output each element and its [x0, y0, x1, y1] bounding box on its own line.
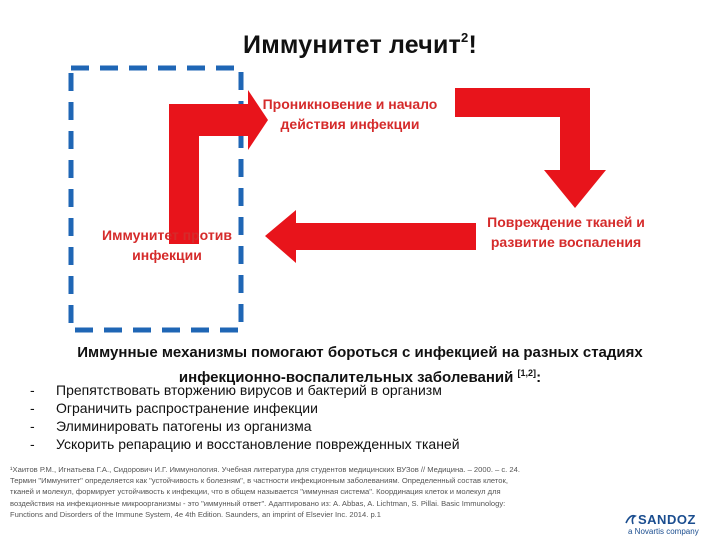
- footnote: ¹Хаитов Р.М., Игнатьева Г.А., Сидорович …: [10, 464, 580, 520]
- list-item: - Ограничить распространение инфекции: [30, 399, 460, 417]
- arrow-up-to-infection: [169, 90, 268, 244]
- summary-ref: [1,2]: [517, 368, 537, 378]
- bullet-marker: -: [30, 436, 35, 452]
- bullet-marker: -: [30, 418, 35, 434]
- sandoz-logo: SANDOZ a Novartis company: [620, 512, 716, 540]
- bullet-text: Элиминировать патогены из организма: [56, 418, 312, 434]
- immunity-highlight-box: [68, 65, 244, 333]
- summary-heading-text: Иммунные механизмы помогают бороться с и…: [77, 344, 643, 386]
- label-immunity-against-infection: Иммунитет против инфекции: [102, 227, 232, 263]
- footnote-line: Термин "Иммунитет" определяется как "уст…: [10, 476, 508, 486]
- footnote-line: воздействия на инфекционные микроорганиз…: [10, 498, 506, 508]
- bullet-list: - Препятствовать вторжению вирусов и бакт…: [30, 381, 460, 453]
- bullet-marker: -: [30, 382, 35, 398]
- logo-brand: SANDOZ: [638, 512, 696, 527]
- summary-heading: Иммунные механизмы помогают бороться с и…: [40, 343, 680, 388]
- bullet-text: Препятствовать вторжению вирусов и бакте…: [56, 382, 442, 398]
- label-infection-entry: Проникновение и начало действия инфекции: [262, 96, 438, 132]
- bullet-text: Ускорить репарацию и восстановление повр…: [56, 436, 460, 452]
- title-text: Иммунитет лечит: [243, 31, 461, 59]
- title-ref: 2: [461, 30, 469, 45]
- list-item: - Элиминировать патогены из организма: [30, 417, 460, 435]
- arrow-left-to-immunity: [265, 210, 476, 263]
- footnote-line: ¹Хаитов Р.М., Игнатьева Г.А., Сидорович …: [10, 465, 520, 474]
- bullet-marker: -: [30, 400, 35, 416]
- list-item: - Ускорить репарацию и восстановление пов…: [30, 435, 460, 453]
- logo-tagline: a Novartis company: [628, 527, 699, 536]
- slide-title: Иммунитет лечит2!: [0, 30, 720, 60]
- arrow-down-to-damage: [455, 88, 606, 208]
- footnote-line: тканей и молекул, формирует устойчивость…: [10, 487, 501, 497]
- bullet-text: Ограничить распространение инфекции: [56, 400, 318, 416]
- title-suffix: !: [468, 31, 477, 59]
- footnote-line: Functions and Disorders of the Immune Sy…: [10, 509, 382, 519]
- summary-heading-suffix: :: [536, 369, 542, 386]
- list-item: - Препятствовать вторжению вирусов и бакт…: [30, 381, 460, 399]
- label-tissue-damage: Повреждение тканей и развитие воспаления: [487, 214, 645, 250]
- sandoz-emblem-icon: [625, 514, 637, 525]
